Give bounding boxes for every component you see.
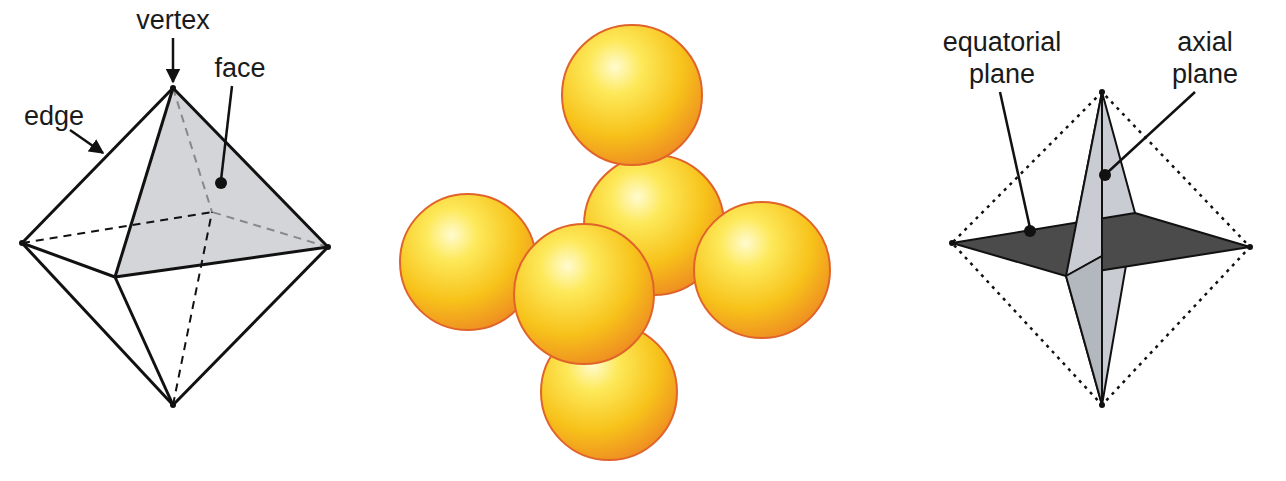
octahedron-planes xyxy=(949,89,1253,408)
sphere-packing xyxy=(400,25,830,460)
part-label: axial plane xyxy=(1145,26,1265,90)
octahedron xyxy=(19,85,331,408)
part-label: edge xyxy=(4,100,104,132)
face-dot xyxy=(215,177,227,189)
plane-dot xyxy=(1024,225,1036,237)
leader-lines xyxy=(1000,92,1195,228)
part-label: equatorial plane xyxy=(927,26,1077,90)
part-label: face xyxy=(190,52,290,84)
leader-lines xyxy=(70,38,232,180)
plane-dot xyxy=(1099,169,1111,181)
part-label: vertex xyxy=(103,4,243,36)
